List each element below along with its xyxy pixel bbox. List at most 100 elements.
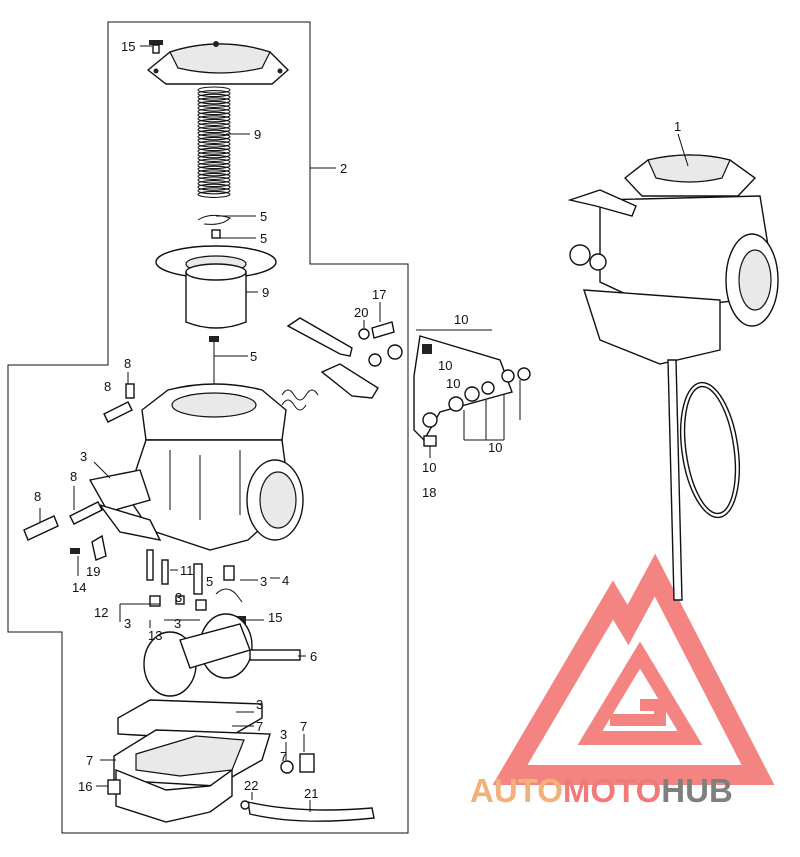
drain-tube: [240, 800, 375, 822]
float-bowl: [115, 735, 245, 823]
carburetor-body: [88, 383, 304, 551]
spring-coil: [197, 93, 231, 101]
callout-8-mid: 8: [70, 469, 77, 484]
spring-coil: [197, 151, 231, 159]
linkage-plate: [413, 335, 531, 447]
o-ring: [680, 381, 740, 519]
piston: [185, 263, 247, 329]
throttle-link: [286, 317, 379, 399]
callout-8-upper: 8: [124, 356, 131, 371]
bracket-19: [91, 534, 107, 561]
callout-3-left: 3: [124, 616, 131, 631]
watermark-moto: MOTO: [562, 772, 662, 809]
retainer-clip: [197, 214, 231, 239]
jets: [146, 549, 246, 624]
screw-16: [107, 779, 121, 795]
callout-10-screw: 10: [438, 358, 452, 373]
spring-coil: [197, 122, 231, 130]
spring-coil: [197, 180, 231, 188]
float: [143, 613, 301, 697]
callout-2-assembly: 2: [340, 161, 347, 176]
callout-3-body: 3: [80, 449, 87, 464]
spring-coil: [197, 140, 231, 148]
callout-7-gasket: 7: [256, 719, 263, 734]
callout-9-spring: 9: [254, 127, 261, 142]
spring-coil: [197, 129, 231, 137]
overflow-tube: [667, 359, 683, 601]
automotohub-watermark: AUTOMOTOHUB: [470, 772, 790, 816]
screw-8-lower-b: [23, 515, 59, 541]
spring-coil: [197, 158, 231, 166]
callout-10-plate: 10: [454, 312, 468, 327]
callout-13: 13: [148, 628, 162, 643]
callout-6: 6: [310, 649, 317, 664]
callout-5-needle: 5: [250, 349, 257, 364]
spring-coil: [197, 86, 231, 94]
screw-20: [358, 328, 370, 340]
spring-coil-small: [281, 389, 319, 411]
callout-20: 20: [354, 305, 368, 320]
callout-10-washer: 10: [446, 376, 460, 391]
callout-5-jet: 5: [206, 574, 213, 589]
screw-15-top: [149, 40, 163, 54]
spring-coil: [197, 190, 231, 198]
spring-coil: [197, 187, 231, 195]
callout-7-plug: 7: [300, 719, 307, 734]
callout-12: 12: [94, 605, 108, 620]
assembly-boundary: [7, 21, 409, 834]
screw-17: [371, 321, 395, 339]
watermark-hub: HUB: [661, 772, 733, 809]
spring-coil: [197, 108, 231, 116]
spring-coil: [197, 90, 231, 98]
callout-5-retainer: 5: [260, 231, 267, 246]
callout-7-bowl: 7: [86, 753, 93, 768]
screw-14: [70, 548, 80, 554]
spring-coil: [197, 133, 231, 141]
callout-4: 4: [282, 573, 289, 588]
callout-11: 11: [180, 563, 194, 578]
callout-15-float: 15: [268, 610, 282, 625]
spring-coil: [197, 144, 231, 152]
spring-coil: [197, 111, 231, 119]
spring-coil: [197, 162, 231, 170]
callout-3-plug: 3: [280, 727, 287, 742]
assembled-carburetor: [567, 154, 779, 365]
callout-14: 14: [72, 580, 86, 595]
spring: [197, 86, 231, 198]
callout-3-right: 3: [174, 616, 181, 631]
screw-8-lower-a: [69, 501, 103, 525]
drain-plug: [280, 753, 315, 774]
watermark-auto: AUTO: [470, 772, 563, 809]
spring-coil: [197, 147, 231, 155]
callout-22: 22: [244, 778, 258, 793]
callout-10-nut: 10: [422, 460, 436, 475]
callout-3-gasket: 3: [256, 697, 263, 712]
spring-coil: [197, 126, 231, 134]
callout-16: 16: [78, 779, 92, 794]
callout-8-upper-b: 8: [104, 379, 111, 394]
spring-coil: [197, 169, 231, 177]
callout-10-group: 10: [488, 440, 502, 455]
spring-coil: [197, 136, 231, 144]
callout-numbers: 15 9 2 5 5 9 5 1 20 17 10 10 10 10 10 18…: [34, 39, 681, 801]
callout-1-carburetor: 1: [674, 119, 681, 134]
callout-17: 17: [372, 287, 386, 302]
spring-coil: [197, 97, 231, 105]
spring-coil: [197, 172, 231, 180]
callout-3-mid: 3: [175, 590, 182, 605]
callout-19: 19: [86, 564, 100, 579]
spring-coil: [197, 183, 231, 191]
callout-8-left: 8: [34, 489, 41, 504]
spring-coil: [197, 176, 231, 184]
spring-coil: [197, 100, 231, 108]
spring-coil: [197, 165, 231, 173]
automotohub-logo-icon: [492, 553, 775, 785]
washers-small: [368, 344, 403, 367]
leader-lines: [39, 45, 689, 812]
callout-5-clip: 5: [260, 209, 267, 224]
callout-18: 18: [422, 485, 436, 500]
screw-8-upper: [103, 383, 135, 423]
spring-coil: [197, 104, 231, 112]
callout-3-jet: 3: [260, 574, 267, 589]
